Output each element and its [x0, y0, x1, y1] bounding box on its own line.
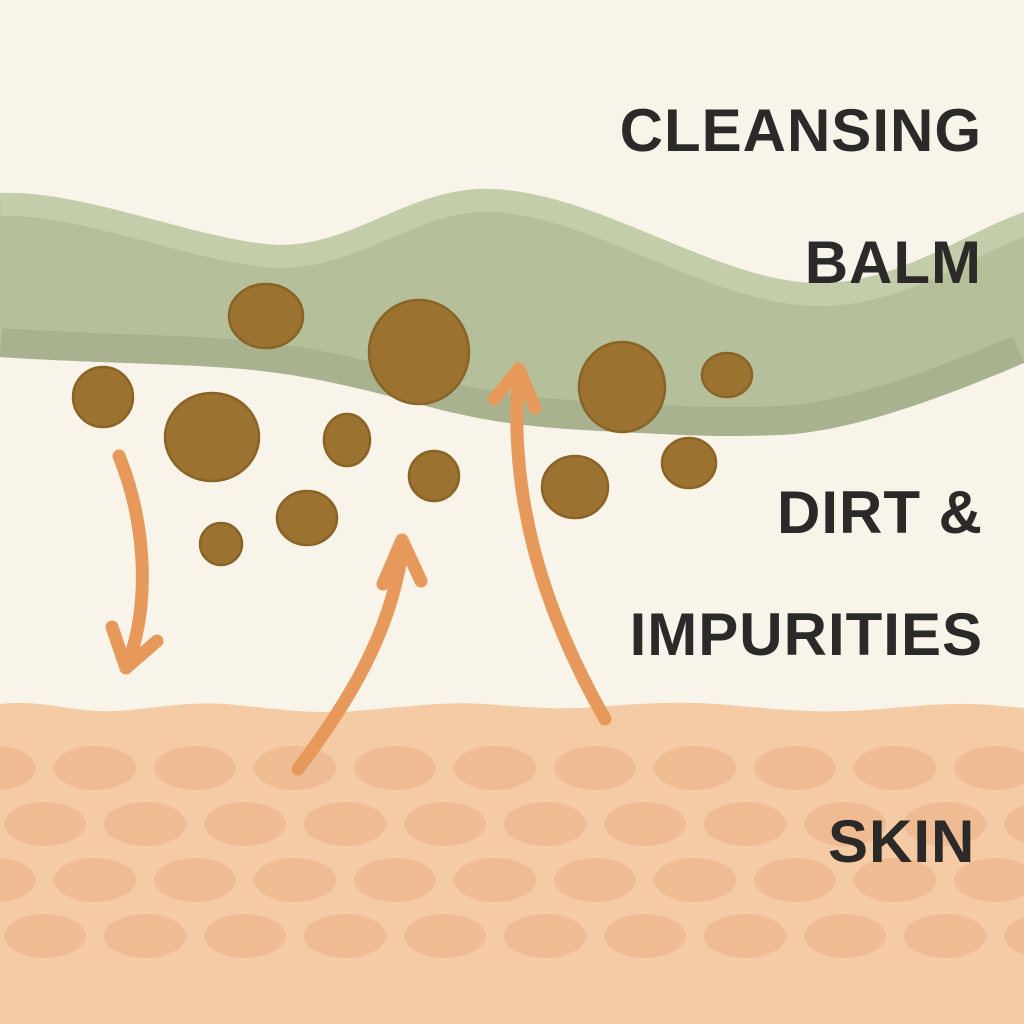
skin-cell	[4, 914, 86, 958]
skin-layer	[0, 702, 1024, 1024]
dirt-blob	[198, 521, 244, 567]
dirt-blob	[71, 365, 135, 429]
skin-cell	[404, 802, 486, 846]
skin-cell	[354, 746, 436, 790]
skin-cell	[654, 858, 736, 902]
arrow-up-head-icon	[376, 533, 428, 591]
skin-cell	[454, 858, 536, 902]
skin-cells-group	[0, 746, 1024, 958]
skin-cell	[854, 746, 936, 790]
dirt-blob	[322, 412, 372, 468]
label-dirt-line1: DIRT &	[777, 479, 983, 546]
skin-cell	[454, 746, 536, 790]
skin-cell	[904, 914, 986, 958]
skin-cell	[554, 858, 636, 902]
skin-cell	[754, 858, 836, 902]
skin-cell	[604, 802, 686, 846]
skin-cell	[154, 858, 236, 902]
skin-cell	[54, 858, 136, 902]
skin-cell	[54, 746, 136, 790]
skin-cell	[804, 914, 886, 958]
skin-cell	[654, 746, 736, 790]
label-dirt-line2: IMPURITIES	[629, 601, 983, 668]
skin-cell	[0, 858, 36, 902]
dirt-blobs-group	[71, 282, 754, 567]
arrow-down-head-icon	[105, 620, 164, 675]
dirt-blob	[660, 436, 718, 490]
label-cleansing-balm-line2: BALM	[804, 229, 982, 296]
arrow-up-shaft	[510, 371, 612, 726]
arrows-group	[105, 362, 612, 776]
skin-cell	[204, 914, 286, 958]
dirt-blob	[163, 391, 261, 483]
skin-cell	[604, 914, 686, 958]
dirt-blob	[407, 449, 461, 503]
dirt-blob	[227, 282, 305, 350]
skin-cell	[304, 802, 386, 846]
skin-cell	[404, 914, 486, 958]
skin-cell	[704, 802, 786, 846]
label-dirt-impurities: DIRT & IMPURITIES	[506, 482, 983, 665]
skin-cell	[954, 858, 1024, 902]
skin-cell	[354, 858, 436, 902]
skin-cell	[504, 802, 586, 846]
skin-cell	[804, 802, 886, 846]
skin-cell	[254, 858, 336, 902]
skin-cell	[754, 746, 836, 790]
skin-cell	[104, 802, 186, 846]
dirt-blob	[540, 454, 610, 520]
dirt-blob	[367, 298, 471, 406]
skin-cell	[204, 802, 286, 846]
label-skin: SKIN	[828, 808, 976, 875]
skin-cell	[154, 746, 236, 790]
arrow-up-head-icon	[487, 362, 542, 415]
arrow-down-shaft	[112, 449, 149, 673]
skin-cell	[0, 746, 36, 790]
skin-cell	[104, 914, 186, 958]
label-cleansing-balm: CLEANSING BALM	[620, 98, 982, 296]
dirt-blob	[577, 340, 667, 434]
arrow-up-shaft	[291, 551, 408, 776]
skin-cell	[954, 746, 1024, 790]
dirt-blob	[700, 351, 754, 399]
dirt-blob	[275, 489, 339, 547]
skin-cell	[504, 914, 586, 958]
label-cleansing-balm-line1: CLEANSING	[619, 97, 982, 164]
skin-cell	[904, 802, 986, 846]
skin-cell	[4, 802, 86, 846]
skin-cell	[554, 746, 636, 790]
skin-cell	[704, 914, 786, 958]
skin-cell	[304, 914, 386, 958]
skin-cell	[854, 858, 936, 902]
